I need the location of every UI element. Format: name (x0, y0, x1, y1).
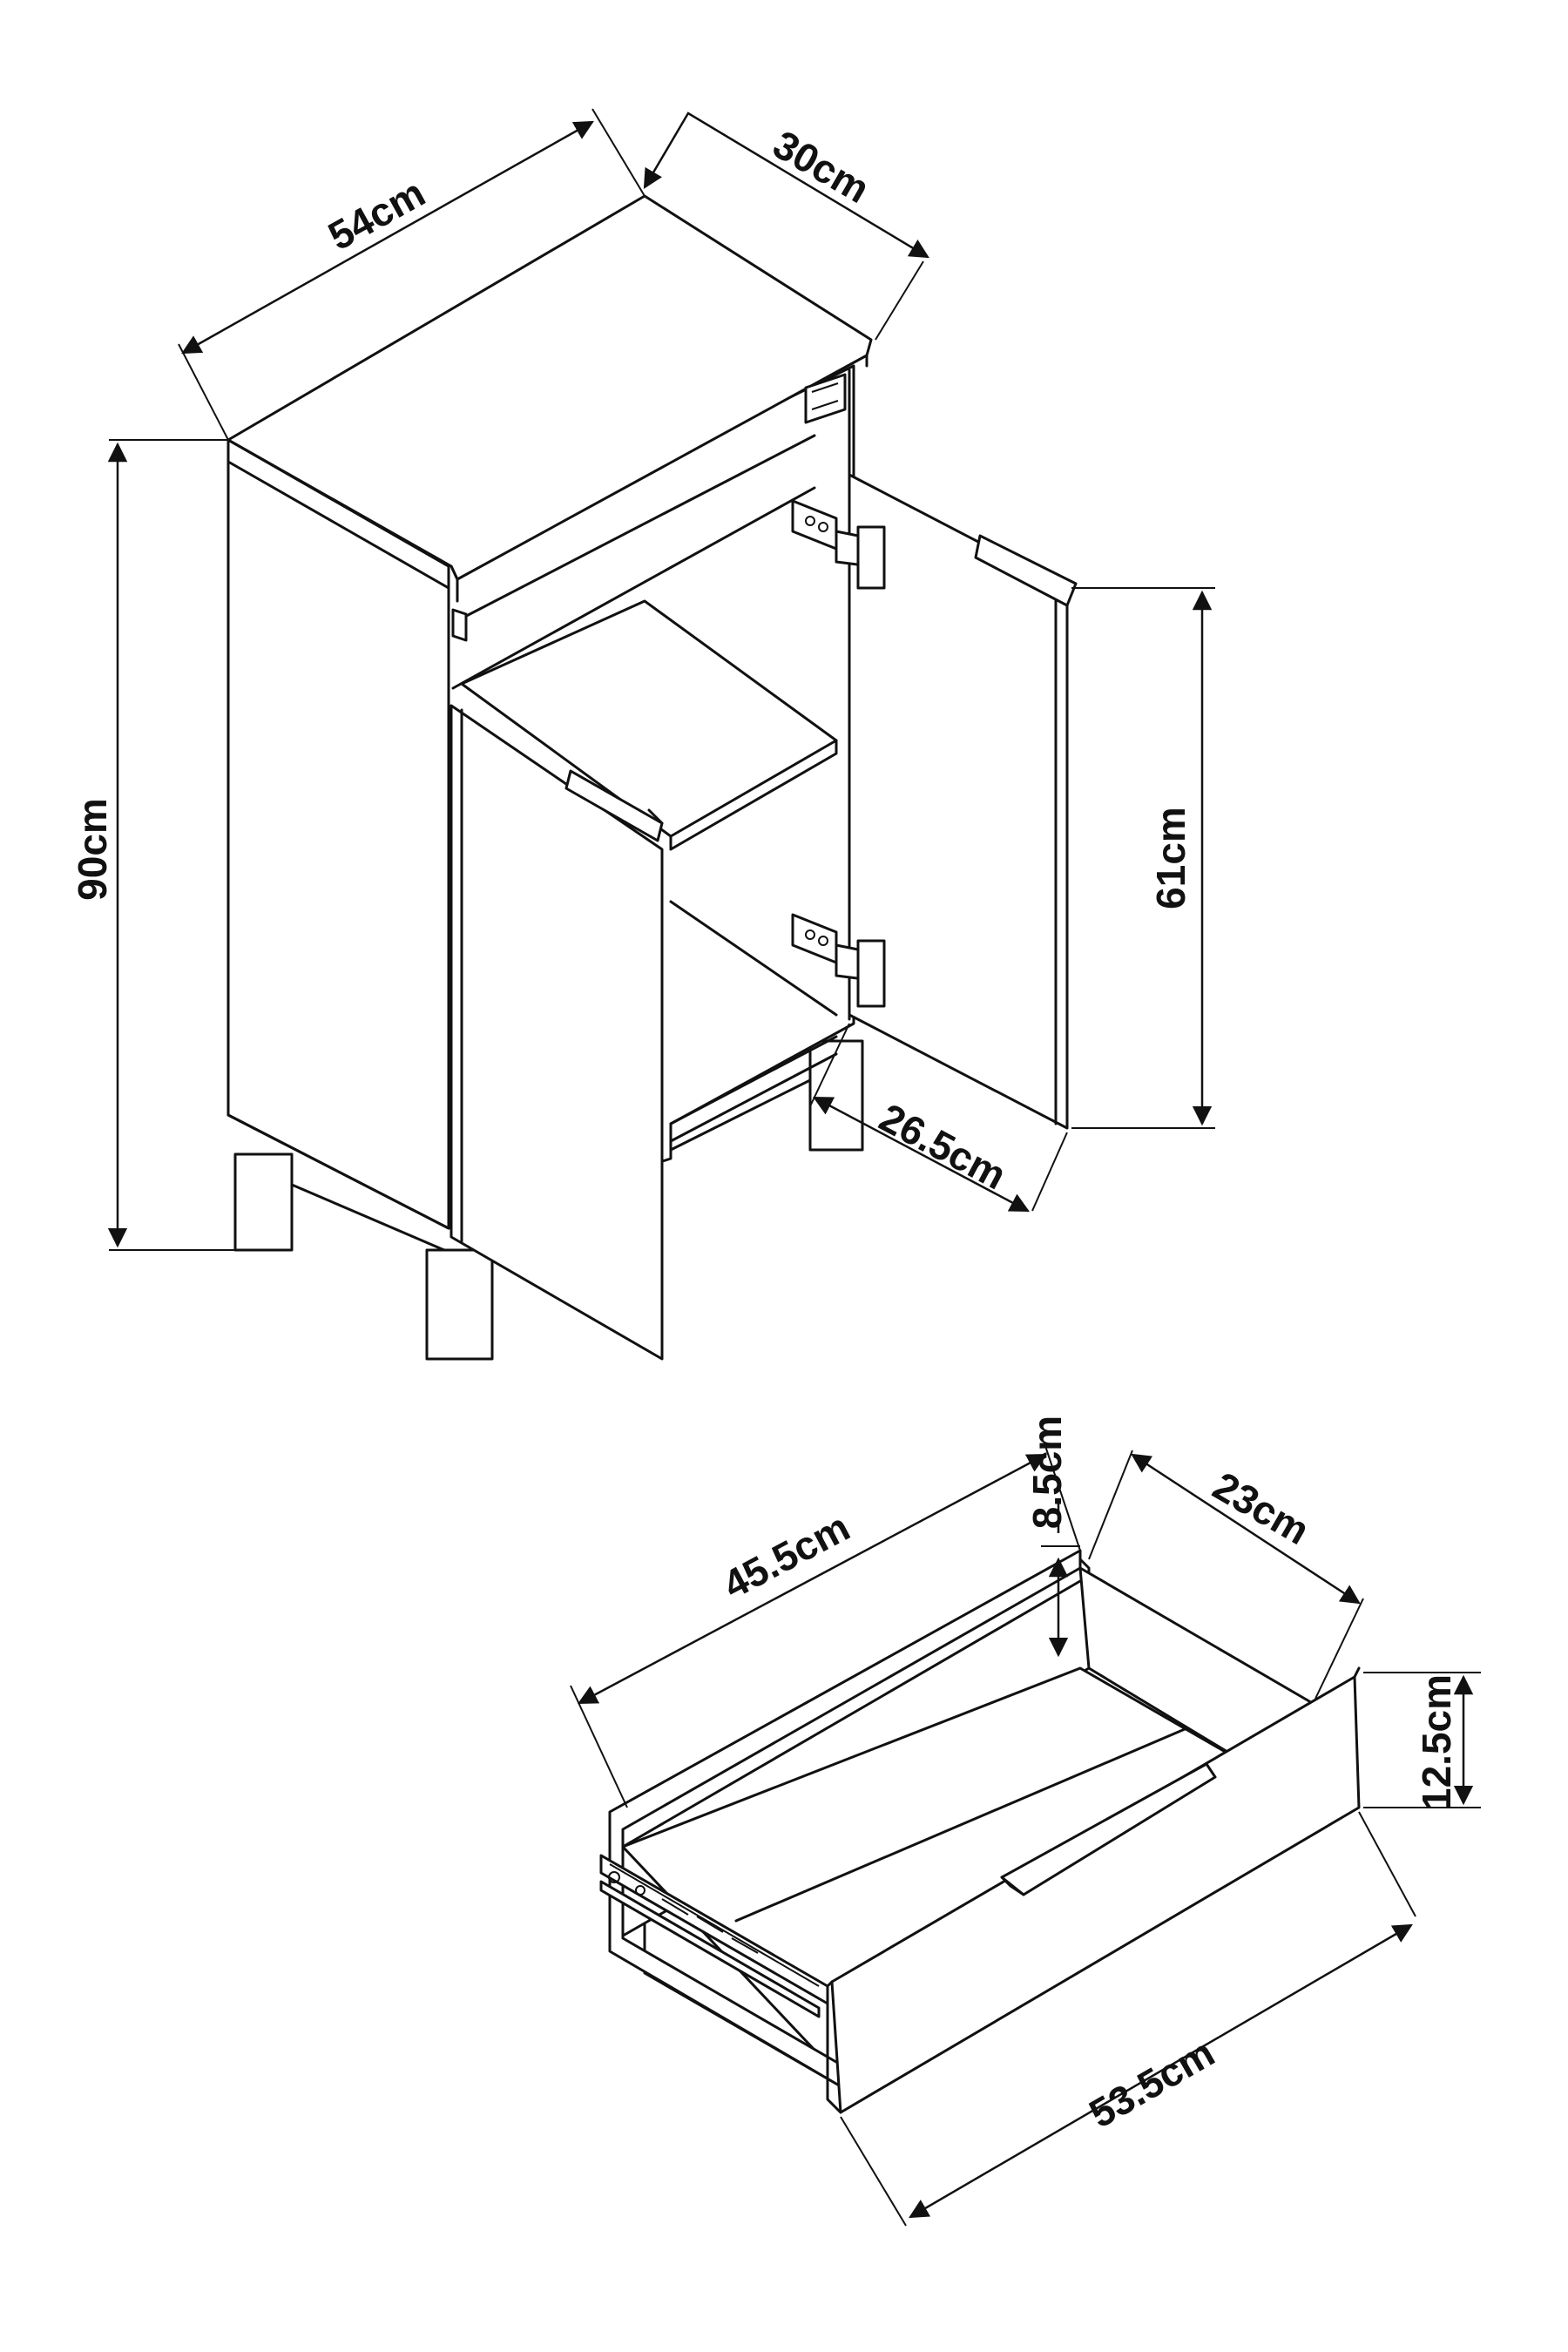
cabinet-leg-front (425, 1248, 494, 1361)
cabinet-drawing (226, 194, 1078, 1361)
drawer-slide-left (451, 608, 468, 642)
drawer-slide-top (804, 373, 847, 424)
drawer-side-height-label: 8.5cm (1024, 1416, 1070, 1529)
dim-line-door-width (813, 1096, 1030, 1213)
door-width-label: 26.5cm (872, 1094, 1013, 1198)
dim-line-width (181, 120, 594, 355)
cabinet-depth-label: 30cm (766, 121, 877, 212)
left-door-handle (564, 769, 664, 842)
cabinet-left-side (226, 438, 450, 1230)
hinge-upper (791, 499, 886, 590)
right-door-handle (974, 534, 1078, 607)
cabinet-width-label: 54cm (321, 170, 432, 260)
cabinet-leg-back-right (808, 1039, 864, 1152)
hinge-lower (791, 913, 886, 1008)
dim-line-inner-length (578, 1453, 1047, 1705)
dim-line-depth (643, 112, 929, 259)
drawer-front-height-label: 12.5cm (1414, 1674, 1459, 1810)
drawer-drawing (599, 1549, 1361, 2114)
drawer-front-width-label: 53.5cm (1081, 2030, 1221, 2137)
drawer-slide-rail (599, 1854, 829, 2018)
dim-line-front-width (909, 1923, 1413, 2219)
cabinet-height-label: 90cm (70, 798, 115, 901)
dim-line-drawer-depth (1131, 1453, 1361, 1605)
door-height-label: 61cm (1148, 807, 1193, 909)
drawer-left-panel (608, 1549, 1082, 2088)
cabinet-leg-back-left (233, 1152, 294, 1252)
